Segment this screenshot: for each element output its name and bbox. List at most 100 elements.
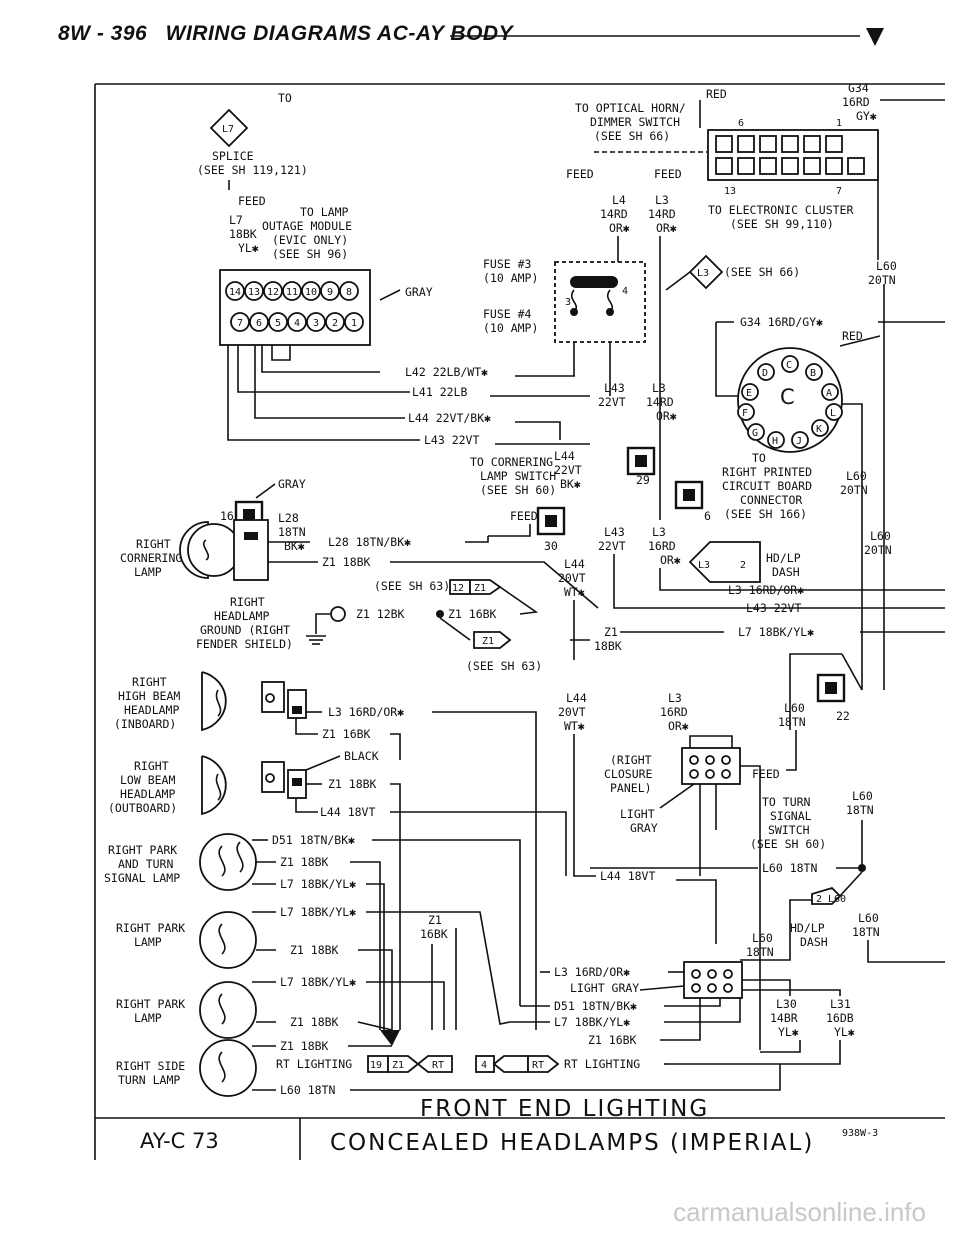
l60-conn-gauge: 18TN [746, 945, 774, 959]
right-side-2: TURN LAMP [118, 1073, 180, 1087]
right-side-1: RIGHT SIDE [116, 1059, 185, 1073]
l7-18bk-ylx: L7 18BK/YL✱ [738, 625, 814, 639]
pin-6: 6 [704, 509, 711, 523]
svg-text:2: 2 [332, 318, 338, 329]
l44-18vt-b: L44 18VT [600, 869, 655, 883]
z1-lb: Z1 18BK [328, 777, 377, 791]
l60-hdlp: L60 [858, 911, 879, 925]
right-high-beam-lamp [201, 671, 227, 732]
round-connector-key: C [780, 385, 795, 409]
z1-center: Z1 [428, 913, 442, 927]
right-park-turn-2: AND TURN [118, 857, 173, 871]
l41-label: L41 22LB [412, 385, 467, 399]
red-label-2: RED [842, 329, 863, 343]
right-park-2a: RIGHT PARK [116, 997, 185, 1011]
fuse3-label: FUSE #3 [483, 257, 532, 271]
splice-ref: (SEE SH 119,121) [197, 163, 308, 177]
hdlp-label: HD/LP [766, 551, 801, 565]
lb-filament-icon [215, 773, 222, 801]
hdlp-2-label: HD/LP [790, 921, 825, 935]
l44-20vt-color: WT✱ [564, 585, 585, 599]
pcb-label-5: (SEE SH 166) [724, 507, 807, 521]
l30-gauge: 14BR [770, 1011, 798, 1025]
cluster-pin6: 6 [738, 118, 744, 129]
z1-park-1: Z1 18BK [290, 943, 339, 957]
svg-text:6: 6 [256, 318, 262, 329]
horn-feed-l4: FEED [566, 167, 594, 181]
l3-16rd-orx: L3 16RD/OR✱ [728, 583, 804, 597]
l60-pcb-2: L60 [870, 529, 891, 543]
g34-wire-label: G34 16RD/GY✱ [740, 315, 823, 329]
splice-triangle [380, 1030, 400, 1046]
cluster-connector-cells [715, 135, 865, 175]
z1-18bk-1: Z1 18BK [322, 555, 371, 569]
l60-hdlp-gauge: 18TN [852, 925, 880, 939]
connector-latch [271, 345, 291, 361]
closure-connector-pins [689, 755, 731, 779]
closure-3: PANEL) [610, 781, 652, 795]
ground-eyelet-icon [330, 606, 346, 622]
right-hb-2: HIGH BEAM [118, 689, 180, 703]
l4-gauge: 14RD [600, 207, 628, 221]
right-lb-4: (OUTBOARD) [108, 801, 177, 815]
svg-text:RT: RT [432, 1060, 444, 1071]
svg-text:3: 3 [313, 318, 319, 329]
pcb-label-3: CIRCUIT BOARD [722, 479, 812, 493]
l3-mid-color: OR✱ [656, 409, 677, 423]
svg-text:4: 4 [294, 318, 300, 329]
page-title: WIRING DIAGRAMS AC-AY BODY [165, 22, 514, 45]
diagram-title-2: CONCEALED HEADLAMPS (IMPERIAL) [330, 1130, 814, 1156]
right-cornering-2: CORNERING [120, 551, 182, 565]
fuse4-amp: (10 AMP) [483, 321, 538, 335]
svg-text:2: 2 [816, 894, 822, 905]
l60-pcb-1: L60 [846, 469, 867, 483]
rh-ground-2: HEADLAMP [214, 609, 269, 623]
splice-label: SPLICE [212, 149, 254, 163]
svg-text:K: K [816, 424, 822, 435]
light-gray-conn: LIGHT GRAY [570, 981, 639, 995]
cornering-feed: FEED [510, 509, 538, 523]
pin-30: 30 [544, 539, 558, 553]
wire-l42 [261, 345, 380, 373]
horn-label-2: DIMMER SWITCH [590, 115, 680, 129]
l60-side: L60 18TN [280, 1083, 335, 1097]
hb-filament-icon [215, 689, 222, 717]
l31-label: L31 [830, 997, 851, 1011]
svg-text:4: 4 [481, 1060, 487, 1071]
l60-18tn-label: L60 18TN [762, 861, 817, 875]
l7-bottom: L7 18BK/YL✱ [554, 1015, 630, 1029]
l31-gauge: 16DB [826, 1011, 854, 1025]
right-park-lamp-2 [199, 981, 257, 1039]
gray-label: GRAY [405, 285, 433, 299]
right-park-turn-1: RIGHT PARK [108, 843, 177, 857]
d51-bottom: D51 18TN/BK✱ [554, 999, 637, 1013]
pin-29: 29 [636, 473, 650, 487]
l60-conn: L60 [752, 931, 773, 945]
z1-mid: Z1 [604, 625, 618, 639]
splice-dot [436, 610, 444, 618]
fuse-pin3: 3 [565, 297, 571, 308]
svg-text:Z1: Z1 [392, 1060, 404, 1071]
horn-label-1: TO OPTICAL HORN/ [575, 101, 686, 115]
svg-text:19: 19 [370, 1060, 382, 1071]
lamp-outage-3: (EVIC ONLY) [272, 233, 348, 247]
l60-turn-gauge: 18TN [846, 803, 874, 817]
l43-mid-gauge: 22VT [598, 395, 626, 409]
svg-text:8: 8 [346, 287, 352, 298]
svg-text:F: F [742, 408, 748, 419]
l60-turn: L60 [852, 789, 873, 803]
svg-text:14: 14 [229, 287, 241, 298]
l7-park-1: L7 18BK/YL✱ [280, 905, 356, 919]
pcb-connector-icon-1 [626, 446, 656, 476]
right-hb-4: (INBOARD) [114, 717, 176, 731]
gray-leader [379, 289, 401, 301]
watermark: carmanualsonline.info [673, 1197, 926, 1227]
header-marker-icon [866, 28, 884, 46]
fuse4-element [570, 289, 578, 313]
right-park-2b: LAMP [134, 1011, 162, 1025]
l3-closure-color: OR✱ [668, 719, 689, 733]
round-connector-pins: D C B A E F L K G H J [737, 355, 843, 449]
cornering-sw-3: (SEE SH 60) [480, 483, 556, 497]
cluster-pin13: 13 [724, 186, 736, 197]
pcb-connector-icon-3 [536, 506, 566, 536]
